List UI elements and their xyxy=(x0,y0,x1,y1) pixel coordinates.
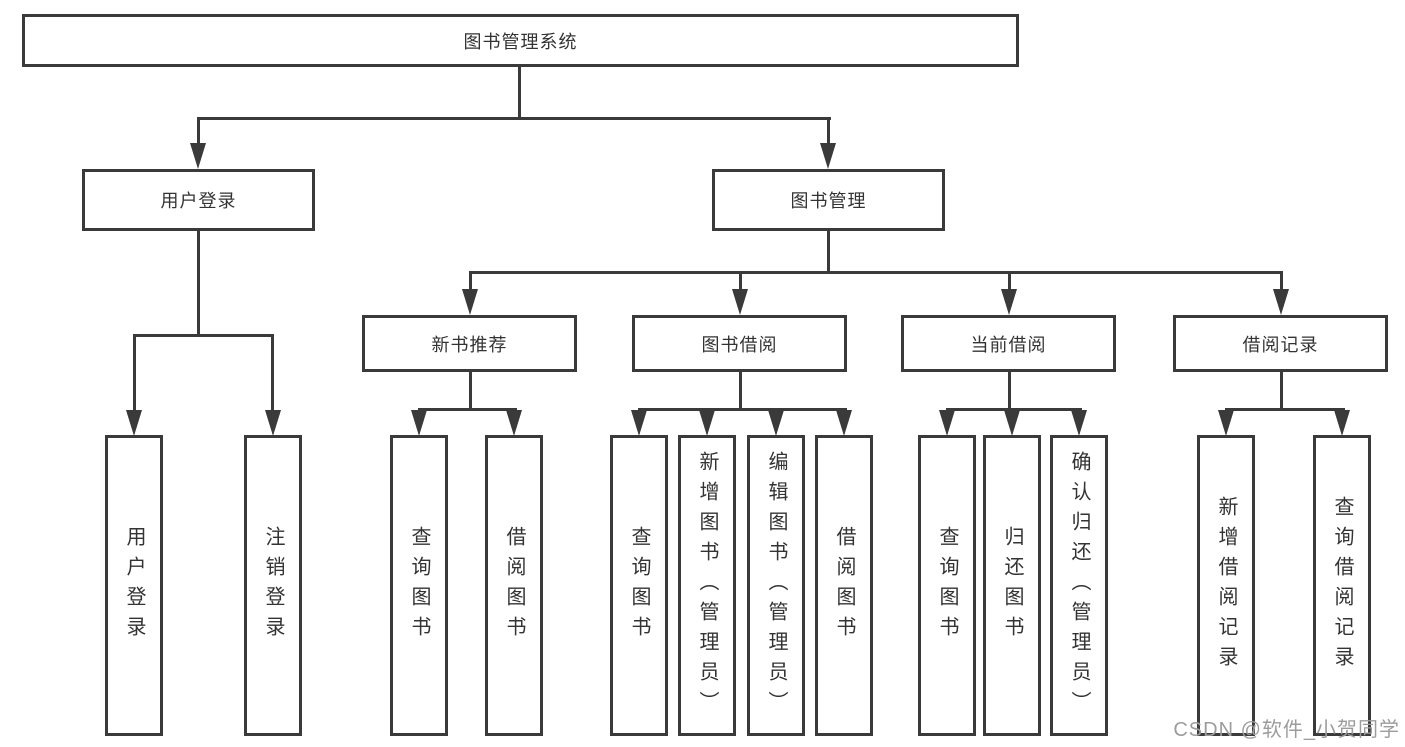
leaf-borrow-book-label: 借阅图书 xyxy=(833,525,855,646)
arrow-down-icon xyxy=(190,143,206,169)
leaf-logout-label: 注销登录 xyxy=(262,525,284,646)
leaf-newbook-borrow-label: 借阅图书 xyxy=(503,525,525,646)
leaf-borrow-query-label: 查询图书 xyxy=(628,525,650,646)
leaf-newbook-query: 查询图书 xyxy=(390,435,448,736)
connector-line xyxy=(827,119,830,147)
connector-line xyxy=(827,229,830,274)
arrow-down-icon xyxy=(506,410,522,436)
leaf-record-add-label: 新增借阅记录 xyxy=(1215,495,1237,676)
arrow-down-icon xyxy=(1334,410,1350,436)
arrow-down-icon xyxy=(939,410,955,436)
leaf-newbook-query-label: 查询图书 xyxy=(408,525,430,646)
connector-line xyxy=(418,408,517,411)
arrow-down-icon xyxy=(126,410,142,436)
node-new-book-recommend-label: 新书推荐 xyxy=(431,334,508,355)
node-book-management: 图书管理 xyxy=(712,169,945,231)
arrow-down-icon xyxy=(462,289,478,315)
arrow-down-icon xyxy=(820,143,836,169)
leaf-newbook-borrow: 借阅图书 xyxy=(485,435,543,736)
connector-line xyxy=(1280,370,1283,411)
arrow-down-icon xyxy=(411,410,427,436)
node-root-label: 图书管理系统 xyxy=(463,31,578,52)
connector-line xyxy=(638,408,847,411)
arrow-down-icon xyxy=(699,410,715,436)
node-book-management-label: 图书管理 xyxy=(790,191,867,211)
connector-line xyxy=(739,370,742,411)
arrow-down-icon xyxy=(265,410,281,436)
csdn-watermark: CSDN @软件_小贺同学 xyxy=(1173,719,1400,741)
node-current-borrow: 当前借阅 xyxy=(901,315,1116,372)
connector-line xyxy=(197,119,200,147)
connector-line xyxy=(1008,370,1011,411)
node-book-borrow: 图书借阅 xyxy=(632,315,847,372)
connector-line xyxy=(197,117,831,120)
connector-line xyxy=(739,274,742,292)
node-book-borrow-label: 图书借阅 xyxy=(701,334,778,355)
connector-line xyxy=(133,337,136,412)
arrow-down-icon xyxy=(768,410,784,436)
connector-line xyxy=(946,408,1082,411)
arrow-down-icon xyxy=(631,410,647,436)
node-borrow-records: 借阅记录 xyxy=(1173,315,1388,372)
connector-line xyxy=(518,65,521,119)
leaf-borrow-query: 查询图书 xyxy=(610,435,668,736)
connector-line xyxy=(133,334,274,337)
leaf-borrow-add-admin: 新增图书（管理员） xyxy=(678,435,736,736)
leaf-user-login-label: 用户登录 xyxy=(123,525,145,646)
connector-line xyxy=(1225,408,1345,411)
leaf-record-query: 查询借阅记录 xyxy=(1313,435,1371,736)
leaf-current-confirm-admin: 确认归还（管理员） xyxy=(1050,435,1108,736)
node-user-login-label: 用户登录 xyxy=(160,191,237,211)
leaf-borrow-add-admin-label: 新增图书（管理员） xyxy=(696,450,718,721)
leaf-current-return-label: 归还图书 xyxy=(1001,525,1023,646)
node-borrow-records-label: 借阅记录 xyxy=(1242,334,1319,355)
leaf-user-login: 用户登录 xyxy=(105,435,163,736)
leaf-current-return: 归还图书 xyxy=(983,435,1041,736)
leaf-current-query: 查询图书 xyxy=(918,435,976,736)
arrow-down-icon xyxy=(1273,289,1289,315)
leaf-current-confirm-admin-label: 确认归还（管理员） xyxy=(1068,450,1090,721)
arrow-down-icon xyxy=(836,410,852,436)
connector-line xyxy=(469,370,472,411)
connector-line xyxy=(1280,274,1283,292)
leaf-borrow-edit-admin-label: 编辑图书（管理员） xyxy=(765,450,787,721)
connector-line xyxy=(271,337,274,412)
arrow-down-icon xyxy=(1004,410,1020,436)
leaf-logout: 注销登录 xyxy=(244,435,302,736)
leaf-borrow-book: 借阅图书 xyxy=(815,435,873,736)
node-root: 图书管理系统 xyxy=(22,14,1019,67)
node-user-login: 用户登录 xyxy=(82,169,315,231)
leaf-record-query-label: 查询借阅记录 xyxy=(1331,495,1353,676)
leaf-borrow-edit-admin: 编辑图书（管理员） xyxy=(747,435,805,736)
arrow-down-icon xyxy=(1001,289,1017,315)
arrow-down-icon xyxy=(732,289,748,315)
leaf-record-add: 新增借阅记录 xyxy=(1197,435,1255,736)
connector-line xyxy=(469,274,472,292)
node-current-borrow-label: 当前借阅 xyxy=(970,334,1047,355)
connector-line xyxy=(197,229,200,337)
node-new-book-recommend: 新书推荐 xyxy=(362,315,577,372)
connector-line xyxy=(469,271,1283,274)
leaf-current-query-label: 查询图书 xyxy=(936,525,958,646)
connector-line xyxy=(1008,274,1011,292)
arrow-down-icon xyxy=(1071,410,1087,436)
arrow-down-icon xyxy=(1218,410,1234,436)
